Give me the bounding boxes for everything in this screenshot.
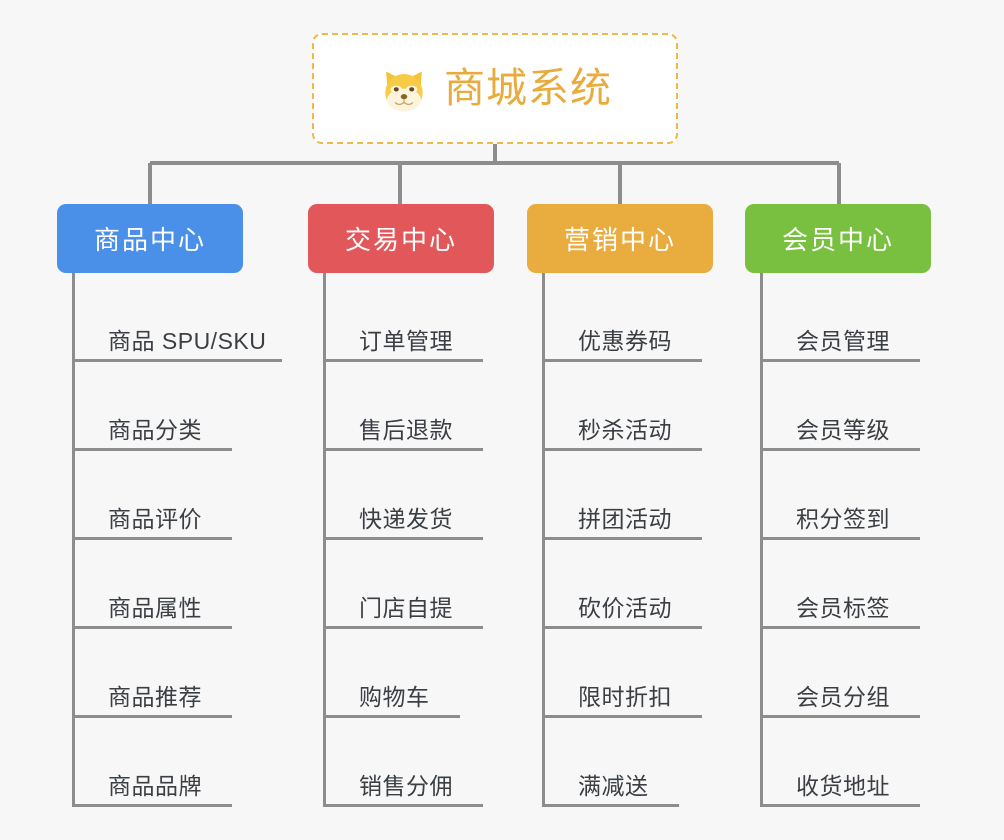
leaf-item[interactable]: 商品属性 xyxy=(72,540,243,629)
category-header-label: 会员中心 xyxy=(781,225,894,255)
root-node[interactable]: 商城系统 xyxy=(312,33,678,144)
leaf-item[interactable]: 会员分组 xyxy=(760,629,931,718)
leaf-item-label: 商品品牌 xyxy=(108,773,202,799)
category-header-trade-center[interactable]: 交易中心 xyxy=(308,204,494,273)
category-column-marketing-center: 营销中心优惠券码秒杀活动拼团活动砍价活动限时折扣满减送 xyxy=(527,204,713,807)
leaf-item[interactable]: 收货地址 xyxy=(760,718,931,807)
leaf-item[interactable]: 商品推荐 xyxy=(72,629,243,718)
category-header-label: 交易中心 xyxy=(344,225,457,255)
leaf-item[interactable]: 商品评价 xyxy=(72,451,243,540)
leaf-item-label: 拼团活动 xyxy=(578,506,672,532)
leaf-item-label: 优惠券码 xyxy=(578,328,672,354)
leaf-item[interactable]: 积分签到 xyxy=(760,451,931,540)
leaf-item[interactable]: 订单管理 xyxy=(323,273,494,362)
leaf-item-label: 商品推荐 xyxy=(108,684,202,710)
leaf-item-label: 售后退款 xyxy=(359,417,453,443)
leaf-list-product-center: 商品 SPU/SKU 商品分类商品评价商品属性商品推荐商品品牌 xyxy=(72,273,282,807)
leaf-item-label: 购物车 xyxy=(359,684,430,710)
leaf-item-label: 商品 SPU/SKU xyxy=(108,328,267,354)
leaf-item[interactable]: 会员标签 xyxy=(760,540,931,629)
category-column-member-center: 会员中心会员管理会员等级积分签到会员标签会员分组收货地址 xyxy=(745,204,931,807)
leaf-item-label: 会员标签 xyxy=(796,595,890,621)
leaf-item[interactable]: 限时折扣 xyxy=(542,629,713,718)
leaf-item[interactable]: 销售分佣 xyxy=(323,718,494,807)
leaf-item[interactable]: 会员等级 xyxy=(760,362,931,451)
leaf-item-label: 商品评价 xyxy=(108,506,202,532)
category-column-trade-center: 交易中心订单管理售后退款快递发货门店自提购物车销售分佣 xyxy=(308,204,494,807)
root-title: 商城系统 xyxy=(444,65,612,111)
leaf-item-label: 会员分组 xyxy=(796,684,890,710)
leaf-item[interactable]: 门店自提 xyxy=(323,540,494,629)
leaf-item[interactable]: 秒杀活动 xyxy=(542,362,713,451)
leaf-item-label: 砍价活动 xyxy=(578,595,672,621)
leaf-item[interactable]: 砍价活动 xyxy=(542,540,713,629)
leaf-item-label: 秒杀活动 xyxy=(578,417,672,443)
leaf-item[interactable]: 售后退款 xyxy=(323,362,494,451)
leaf-item[interactable]: 快递发货 xyxy=(323,451,494,540)
leaf-item[interactable]: 拼团活动 xyxy=(542,451,713,540)
leaf-item-label: 商品分类 xyxy=(108,417,202,443)
leaf-item[interactable]: 商品 SPU/SKU xyxy=(72,273,282,362)
leaf-item[interactable]: 会员管理 xyxy=(760,273,931,362)
category-header-marketing-center[interactable]: 营销中心 xyxy=(527,204,713,273)
leaf-item-label: 积分签到 xyxy=(796,506,890,532)
leaf-item[interactable]: 满减送 xyxy=(542,718,713,807)
leaf-item-label: 门店自提 xyxy=(359,595,453,621)
leaf-item-label: 会员管理 xyxy=(796,328,890,354)
leaf-list-trade-center: 订单管理售后退款快递发货门店自提购物车销售分佣 xyxy=(323,273,494,807)
dog-face-icon xyxy=(385,71,423,112)
leaf-list-member-center: 会员管理会员等级积分签到会员标签会员分组收货地址 xyxy=(760,273,931,807)
category-header-member-center[interactable]: 会员中心 xyxy=(745,204,931,273)
leaf-item-label: 商品属性 xyxy=(108,595,202,621)
category-header-label: 商品中心 xyxy=(93,225,206,255)
leaf-item[interactable]: 购物车 xyxy=(323,629,494,718)
leaf-item-label: 会员等级 xyxy=(796,417,890,443)
leaf-item[interactable]: 商品分类 xyxy=(72,362,243,451)
leaf-item-label: 销售分佣 xyxy=(359,773,453,799)
category-header-label: 营销中心 xyxy=(563,225,676,255)
leaf-item-label: 限时折扣 xyxy=(578,684,672,710)
leaf-list-marketing-center: 优惠券码秒杀活动拼团活动砍价活动限时折扣满减送 xyxy=(542,273,713,807)
category-column-product-center: 商品中心商品 SPU/SKU 商品分类商品评价商品属性商品推荐商品品牌 xyxy=(57,204,282,807)
leaf-item-label: 满减送 xyxy=(578,773,649,799)
category-header-product-center[interactable]: 商品中心 xyxy=(57,204,243,273)
leaf-item[interactable]: 商品品牌 xyxy=(72,718,243,807)
leaf-item-label: 订单管理 xyxy=(359,328,453,354)
leaf-item[interactable]: 优惠券码 xyxy=(542,273,713,362)
leaf-item-label: 收货地址 xyxy=(796,773,890,799)
leaf-item-label: 快递发货 xyxy=(359,506,453,532)
